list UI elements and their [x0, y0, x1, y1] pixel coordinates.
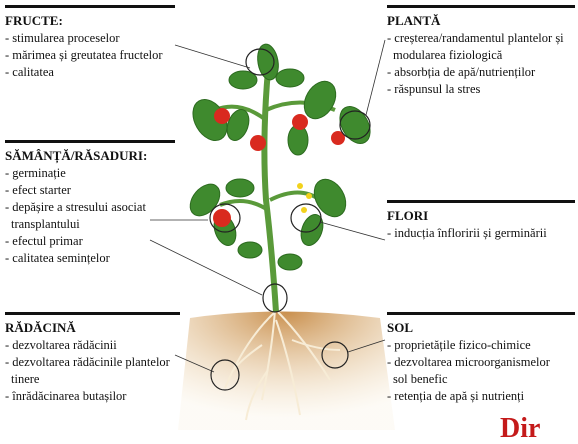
panel-fructe: FRUCTE: - stimularea proceselor - mărime… — [5, 5, 175, 81]
panel-title: SĂMÂNȚĂ/RĂSADURI: — [5, 147, 175, 164]
list-item: modularea fiziologică — [387, 47, 575, 64]
panel-radacina: RĂDĂCINĂ - dezvoltarea rădăcinii - dezvo… — [5, 312, 180, 405]
list-item: - absorbția de apă/nutrienților — [387, 64, 575, 81]
panel-title: SOL — [387, 319, 575, 336]
panel-title: PLANTĂ — [387, 12, 575, 29]
list-item: - germinație — [5, 165, 175, 182]
list-item: - creșterea/randamentul plantelor și — [387, 30, 575, 47]
panel-flori: FLORI - inducția înfloririi și germinări… — [387, 200, 575, 242]
panel-bar — [387, 5, 575, 8]
list-item: tinere — [5, 371, 180, 388]
panel-title: RĂDĂCINĂ — [5, 319, 180, 336]
panel-title: FRUCTE: — [5, 12, 175, 29]
overlay-text-fragment: Dir — [500, 415, 540, 443]
list-item: - răspunsul la stres — [387, 81, 575, 98]
list-item: - retenția de apă și nutrienți — [387, 388, 575, 405]
list-item: transplantului — [5, 216, 175, 233]
list-item: - efect starter — [5, 182, 175, 199]
panel-sol: SOL - proprietățile fizico-chimice - dez… — [387, 312, 575, 405]
list-item: - depășire a stresului asociat — [5, 199, 175, 216]
panel-bar — [387, 200, 575, 203]
list-item: - stimularea proceselor — [5, 30, 175, 47]
list-item: - înrădăcinarea butașilor — [5, 388, 180, 405]
list-item: - dezvoltarea rădăcinii — [5, 337, 180, 354]
panel-title: FLORI — [387, 207, 575, 224]
list-item: - mărimea și greutatea fructelor — [5, 47, 175, 64]
list-item: - dezvoltarea rădăcinile plantelor — [5, 354, 180, 371]
list-item: - proprietățile fizico-chimice — [387, 337, 575, 354]
list-item: - calitatea — [5, 64, 175, 81]
list-item: - calitatea semințelor — [5, 250, 175, 267]
list-item: - dezvoltarea microorganismelor — [387, 354, 575, 371]
panel-samanta: SĂMÂNȚĂ/RĂSADURI: - germinație - efect s… — [5, 140, 175, 267]
leaves — [184, 43, 376, 270]
panel-bar — [5, 140, 175, 143]
panel-bar — [5, 312, 180, 315]
panel-bar — [5, 5, 175, 8]
panel-bar — [387, 312, 575, 315]
panel-planta: PLANTĂ - creșterea/randamentul plantelor… — [387, 5, 575, 98]
flowers — [297, 183, 312, 213]
list-item: - inducția înfloririi și germinării — [387, 225, 575, 242]
list-item: - efectul primar — [5, 233, 175, 250]
list-item: sol benefic — [387, 371, 575, 388]
